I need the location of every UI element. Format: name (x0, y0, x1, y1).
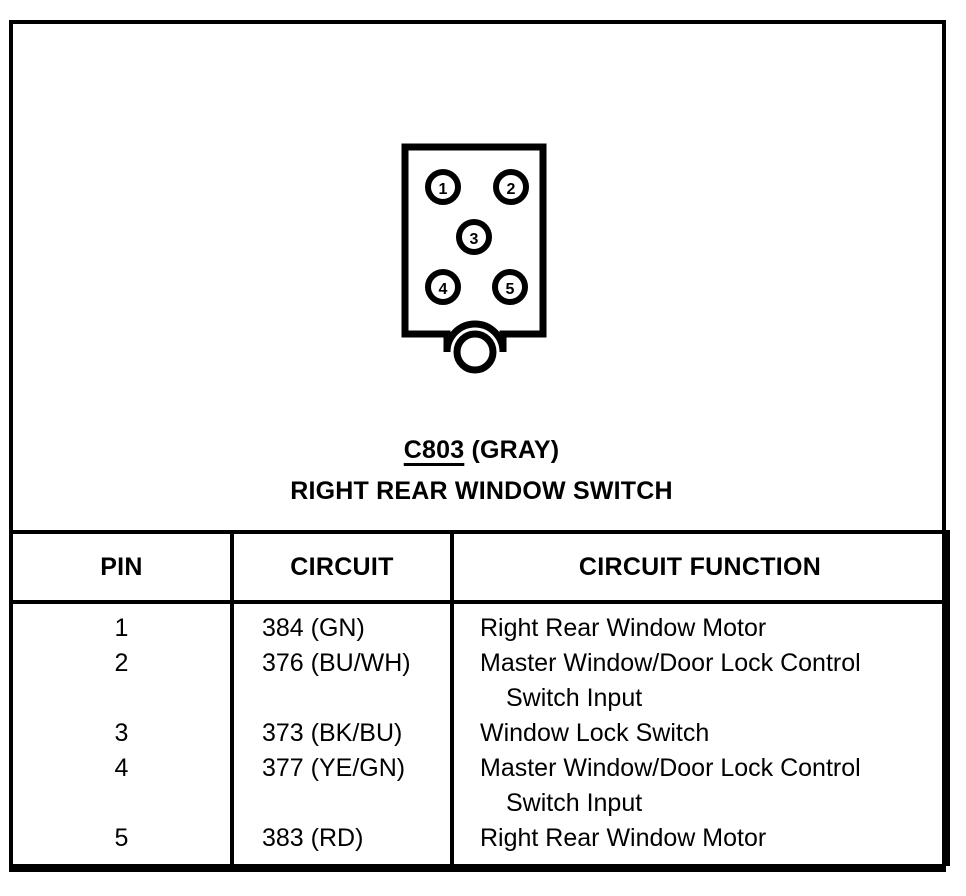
cell-function: Right Rear Window Motor (452, 602, 950, 646)
connector-code: C803 (403, 436, 465, 464)
column-header-pin: PIN (9, 530, 234, 604)
cell-function-line1: Master Window/Door Lock Control (480, 649, 861, 677)
cell-pin: 2 (9, 646, 234, 716)
pin-cavity-1-label: 1 (439, 181, 448, 198)
pin-cavity-1: 1 (425, 169, 461, 205)
pin-cavity-3-label: 3 (470, 231, 479, 248)
pin-cavity-5-label: 5 (506, 281, 515, 298)
connector-caption: C803 (GRAY) RIGHT REAR WINDOW SWITCH (13, 434, 950, 508)
pin-cavity-2-label: 2 (507, 181, 516, 198)
connector-code-line: C803 (GRAY) (13, 434, 950, 466)
cell-pin: 5 (9, 821, 234, 866)
cell-function-line2: Switch Input (506, 789, 643, 817)
table-row: 1 384 (GN) Right Rear Window Motor (9, 602, 950, 646)
column-header-circuit: CIRCUIT (232, 530, 454, 604)
diagram-frame: 1 2 3 4 5 C803 (GR (9, 20, 950, 872)
connector-illustration: 1 2 3 4 5 (13, 24, 950, 424)
column-header-function: CIRCUIT FUNCTION (452, 530, 950, 604)
table-row: 2 376 (BU/WH) Master Window/Door Lock Co… (9, 646, 950, 716)
pin-cavity-3: 3 (456, 219, 492, 255)
cell-pin: 4 (9, 751, 234, 821)
cell-pin: 3 (9, 716, 234, 751)
pin-cavity-4-label: 4 (439, 281, 448, 298)
table-bottom-rule (9, 868, 946, 872)
table-header-row: PIN CIRCUIT CIRCUIT FUNCTION (9, 530, 950, 604)
cell-pin: 1 (9, 602, 234, 646)
connector-tab-hole (453, 330, 497, 374)
table-row: 4 377 (YE/GN) Master Window/Door Lock Co… (9, 751, 950, 821)
cell-circuit: 384 (GN) (232, 602, 454, 646)
table-row: 5 383 (RD) Right Rear Window Motor (9, 821, 950, 866)
table-row: 3 373 (BK/BU) Window Lock Switch (9, 716, 950, 751)
cell-circuit: 383 (RD) (232, 821, 454, 866)
cell-function: Right Rear Window Motor (452, 821, 950, 866)
cell-circuit: 376 (BU/WH) (232, 646, 454, 716)
cell-circuit: 373 (BK/BU) (232, 716, 454, 751)
cell-function-line1: Master Window/Door Lock Control (480, 754, 861, 782)
pin-cavity-5: 5 (492, 269, 528, 305)
cell-function-line2: Switch Input (506, 684, 643, 712)
cell-circuit: 377 (YE/GN) (232, 751, 454, 821)
connector-name: RIGHT REAR WINDOW SWITCH (290, 477, 673, 505)
connector-color: (GRAY) (471, 436, 560, 464)
pin-table: PIN CIRCUIT CIRCUIT FUNCTION 1 384 (GN) … (9, 530, 950, 866)
pin-cavity-4: 4 (425, 269, 461, 305)
pin-cavity-2: 2 (493, 169, 529, 205)
connector-body-svg: 1 2 3 4 5 (401, 143, 547, 374)
cell-function: Window Lock Switch (452, 716, 950, 751)
